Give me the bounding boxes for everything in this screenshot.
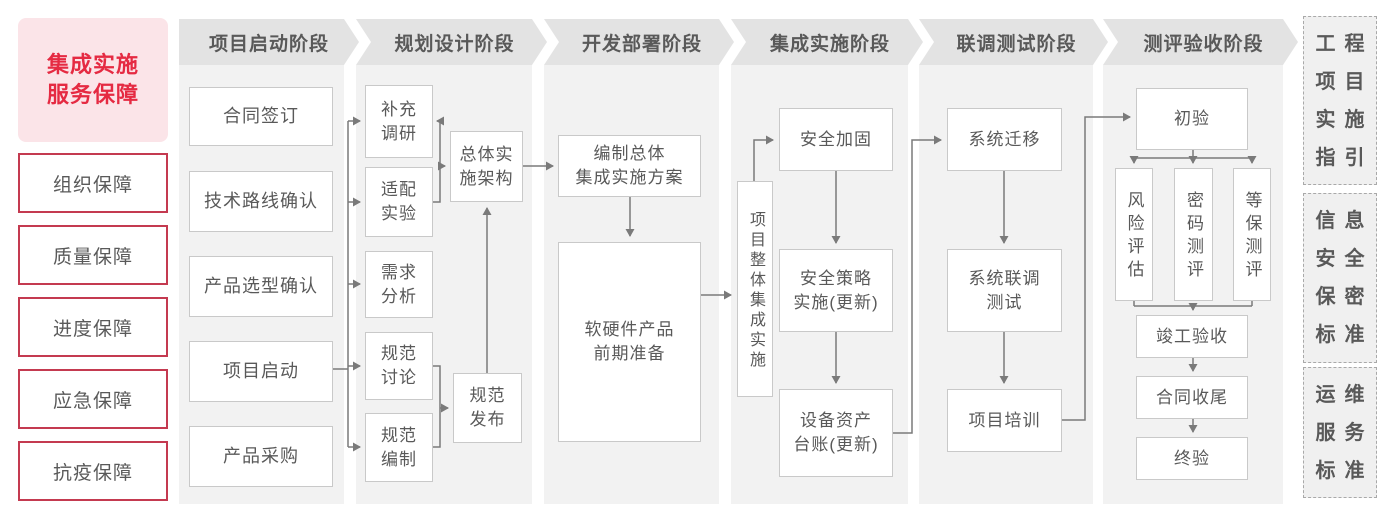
sidebar-item-quality: 质量保障 (18, 225, 168, 285)
side-panel-project-guide: 工程 项目 实施 指引 (1303, 16, 1377, 185)
node-project-overall-integration: 项目整体集成实施 (737, 181, 773, 397)
panel-line: 服务 (1315, 421, 1374, 444)
node-spec-discussion: 规范 讨论 (365, 332, 433, 400)
node-requirement-analysis: 需求 分析 (365, 251, 433, 318)
node-spec-release: 规范 发布 (453, 373, 522, 443)
node-product-procurement: 产品采购 (189, 426, 333, 487)
node-security-hardening: 安全加固 (779, 108, 893, 171)
panel-line: 安全 (1315, 248, 1374, 270)
node-project-training: 项目培训 (947, 389, 1062, 452)
sidebar-title-line2: 服务保障 (46, 82, 139, 107)
node-overall-impl-architecture: 总体实 施架构 (450, 131, 523, 202)
panel-line: 工程 (1315, 32, 1374, 55)
sidebar-item-epidemic: 抗疫保障 (18, 441, 168, 501)
node-overall-integration-plan: 编制总体 集成实施方案 (558, 135, 701, 197)
node-adaptation-test: 适配 实验 (365, 167, 433, 237)
phase-header-project-kickoff: 项目启动阶段 (179, 19, 359, 65)
panel-line: 项目 (1315, 70, 1374, 93)
node-security-policy-impl: 安全策略 实施(更新) (779, 249, 893, 332)
panel-line: 标准 (1315, 324, 1374, 346)
phase-header-dev-deploy: 开发部署阶段 (544, 19, 734, 65)
node-contract-closure: 合同收尾 (1136, 376, 1248, 419)
sidebar-title-line1: 集成实施 (46, 52, 139, 77)
sidebar-item-organization: 组织保障 (18, 153, 168, 213)
node-asset-ledger-update: 设备资产 台账(更新) (779, 389, 893, 477)
panel-line: 实施 (1315, 108, 1374, 131)
side-panel-ops-standard: 运维 服务 标准 (1303, 367, 1377, 498)
node-hw-sw-preparation: 软硬件产品 前期准备 (558, 242, 701, 442)
phase-header-integration-impl: 集成实施阶段 (731, 19, 923, 65)
phase-header-planning-design: 规划设计阶段 (356, 19, 547, 65)
phase-header-eval-acceptance: 测评验收阶段 (1103, 19, 1298, 65)
node-supplementary-research: 补充 调研 (365, 85, 433, 158)
node-crypto-evaluation: 密码测评 (1174, 168, 1213, 301)
node-project-kickoff: 项目启动 (189, 341, 333, 402)
sidebar-item-schedule: 进度保障 (18, 297, 168, 357)
node-system-migration: 系统迁移 (947, 108, 1062, 171)
sidebar-title: 集成实施 服务保障 (18, 18, 168, 142)
side-panel-security-standard: 信息 安全 保密 标准 (1303, 193, 1377, 363)
node-contract-signing: 合同签订 (189, 87, 333, 146)
node-risk-assessment: 风险评估 (1115, 168, 1153, 301)
node-classified-protection-eval: 等保测评 (1233, 168, 1271, 301)
node-initial-acceptance: 初验 (1136, 88, 1248, 150)
phase-header-joint-test: 联调测试阶段 (919, 19, 1108, 65)
panel-line: 指引 (1315, 146, 1374, 169)
node-final-acceptance: 终验 (1136, 437, 1248, 480)
node-tech-route-confirm: 技术路线确认 (189, 171, 333, 232)
panel-line: 标准 (1315, 459, 1374, 482)
sidebar-item-emergency: 应急保障 (18, 369, 168, 429)
panel-line: 保密 (1315, 286, 1374, 308)
panel-line: 运维 (1315, 383, 1374, 406)
node-completion-acceptance: 竣工验收 (1136, 315, 1248, 358)
panel-line: 信息 (1315, 210, 1374, 232)
node-spec-drafting: 规范 编制 (365, 413, 433, 482)
node-system-joint-test: 系统联调 测试 (947, 249, 1062, 332)
node-product-selection-confirm: 产品选型确认 (189, 256, 333, 317)
